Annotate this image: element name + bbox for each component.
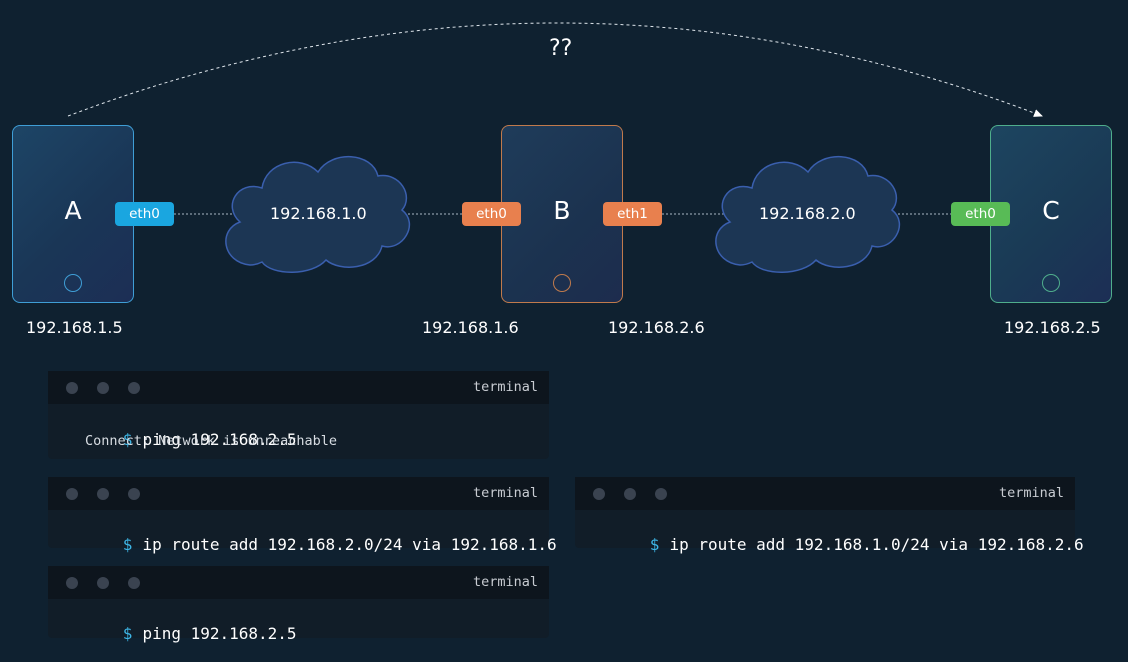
prompt-symbol: $ <box>122 535 133 554</box>
window-control-dot[interactable] <box>655 488 667 500</box>
terminal-window-4[interactable]: terminal $ ping 192.168.2.5 <box>48 566 549 643</box>
terminal-titlebar: terminal <box>48 477 549 510</box>
terminal-title: terminal <box>472 485 538 501</box>
ip-label-b-eth1: 192.168.2.6 <box>608 318 705 337</box>
device-c: C <box>990 125 1112 303</box>
command-text: ping 192.168.2.5 <box>142 624 297 643</box>
prompt-symbol: $ <box>122 430 133 449</box>
window-control-dot[interactable] <box>128 577 140 589</box>
device-letter: B <box>553 196 571 225</box>
window-control-dot[interactable] <box>97 577 109 589</box>
network-label-1: 192.168.1.0 <box>270 204 367 223</box>
port-b-eth1: eth1 <box>603 202 662 226</box>
command-line: $ ping 192.168.2.5 <box>65 605 297 662</box>
terminal-title: terminal <box>472 574 538 590</box>
ip-label-b-eth0: 192.168.1.6 <box>422 318 519 337</box>
window-control-dot[interactable] <box>66 382 78 394</box>
command-text: ping 192.168.2.5 <box>142 430 297 449</box>
unknown-path-arrow <box>67 22 1043 117</box>
port-a-eth0: eth0 <box>115 202 174 226</box>
terminal-titlebar: terminal <box>48 371 549 404</box>
terminal-title: terminal <box>472 379 538 395</box>
device-letter: A <box>64 196 82 225</box>
command-text: ip route add 192.168.1.0/24 via 192.168.… <box>669 535 1084 554</box>
terminal-titlebar: terminal <box>575 477 1075 510</box>
terminal-window-2[interactable]: terminal $ ip route add 192.168.2.0/24 vi… <box>48 477 557 554</box>
port-b-eth0: eth0 <box>462 202 521 226</box>
question-label: ?? <box>549 36 573 61</box>
terminal-window-1[interactable]: terminal $ ping 192.168.2.5 Connect: Netw… <box>48 371 549 459</box>
terminal-titlebar: terminal <box>48 566 549 599</box>
command-line: $ ip route add 192.168.1.0/24 via 192.168… <box>592 516 1084 573</box>
port-c-eth0: eth0 <box>951 202 1010 226</box>
prompt-symbol: $ <box>649 535 660 554</box>
window-control-dot[interactable] <box>97 382 109 394</box>
ip-label-a: 192.168.1.5 <box>26 318 123 337</box>
device-home-button <box>64 274 82 292</box>
device-letter: C <box>1042 196 1060 225</box>
command-line: $ ping 192.168.2.5 <box>65 411 297 468</box>
window-control-dot[interactable] <box>97 488 109 500</box>
prompt-symbol: $ <box>122 624 133 643</box>
window-control-dot[interactable] <box>66 488 78 500</box>
device-home-button <box>553 274 571 292</box>
device-home-button <box>1042 274 1060 292</box>
network-label-2: 192.168.2.0 <box>759 204 856 223</box>
network-cloud-1 <box>225 156 411 273</box>
window-control-dot[interactable] <box>128 382 140 394</box>
network-cloud-2 <box>715 156 901 273</box>
command-output: Connect: Network is unreachable <box>85 433 337 449</box>
window-control-dot[interactable] <box>66 577 78 589</box>
window-control-dot[interactable] <box>593 488 605 500</box>
window-control-dot[interactable] <box>624 488 636 500</box>
terminal-window-3[interactable]: terminal $ ip route add 192.168.1.0/24 vi… <box>575 477 1084 554</box>
terminal-title: terminal <box>998 485 1064 501</box>
window-control-dot[interactable] <box>128 488 140 500</box>
device-b: B <box>501 125 623 303</box>
command-line: $ ip route add 192.168.2.0/24 via 192.168… <box>65 516 557 573</box>
ip-label-c: 192.168.2.5 <box>1004 318 1101 337</box>
command-text: ip route add 192.168.2.0/24 via 192.168.… <box>142 535 557 554</box>
